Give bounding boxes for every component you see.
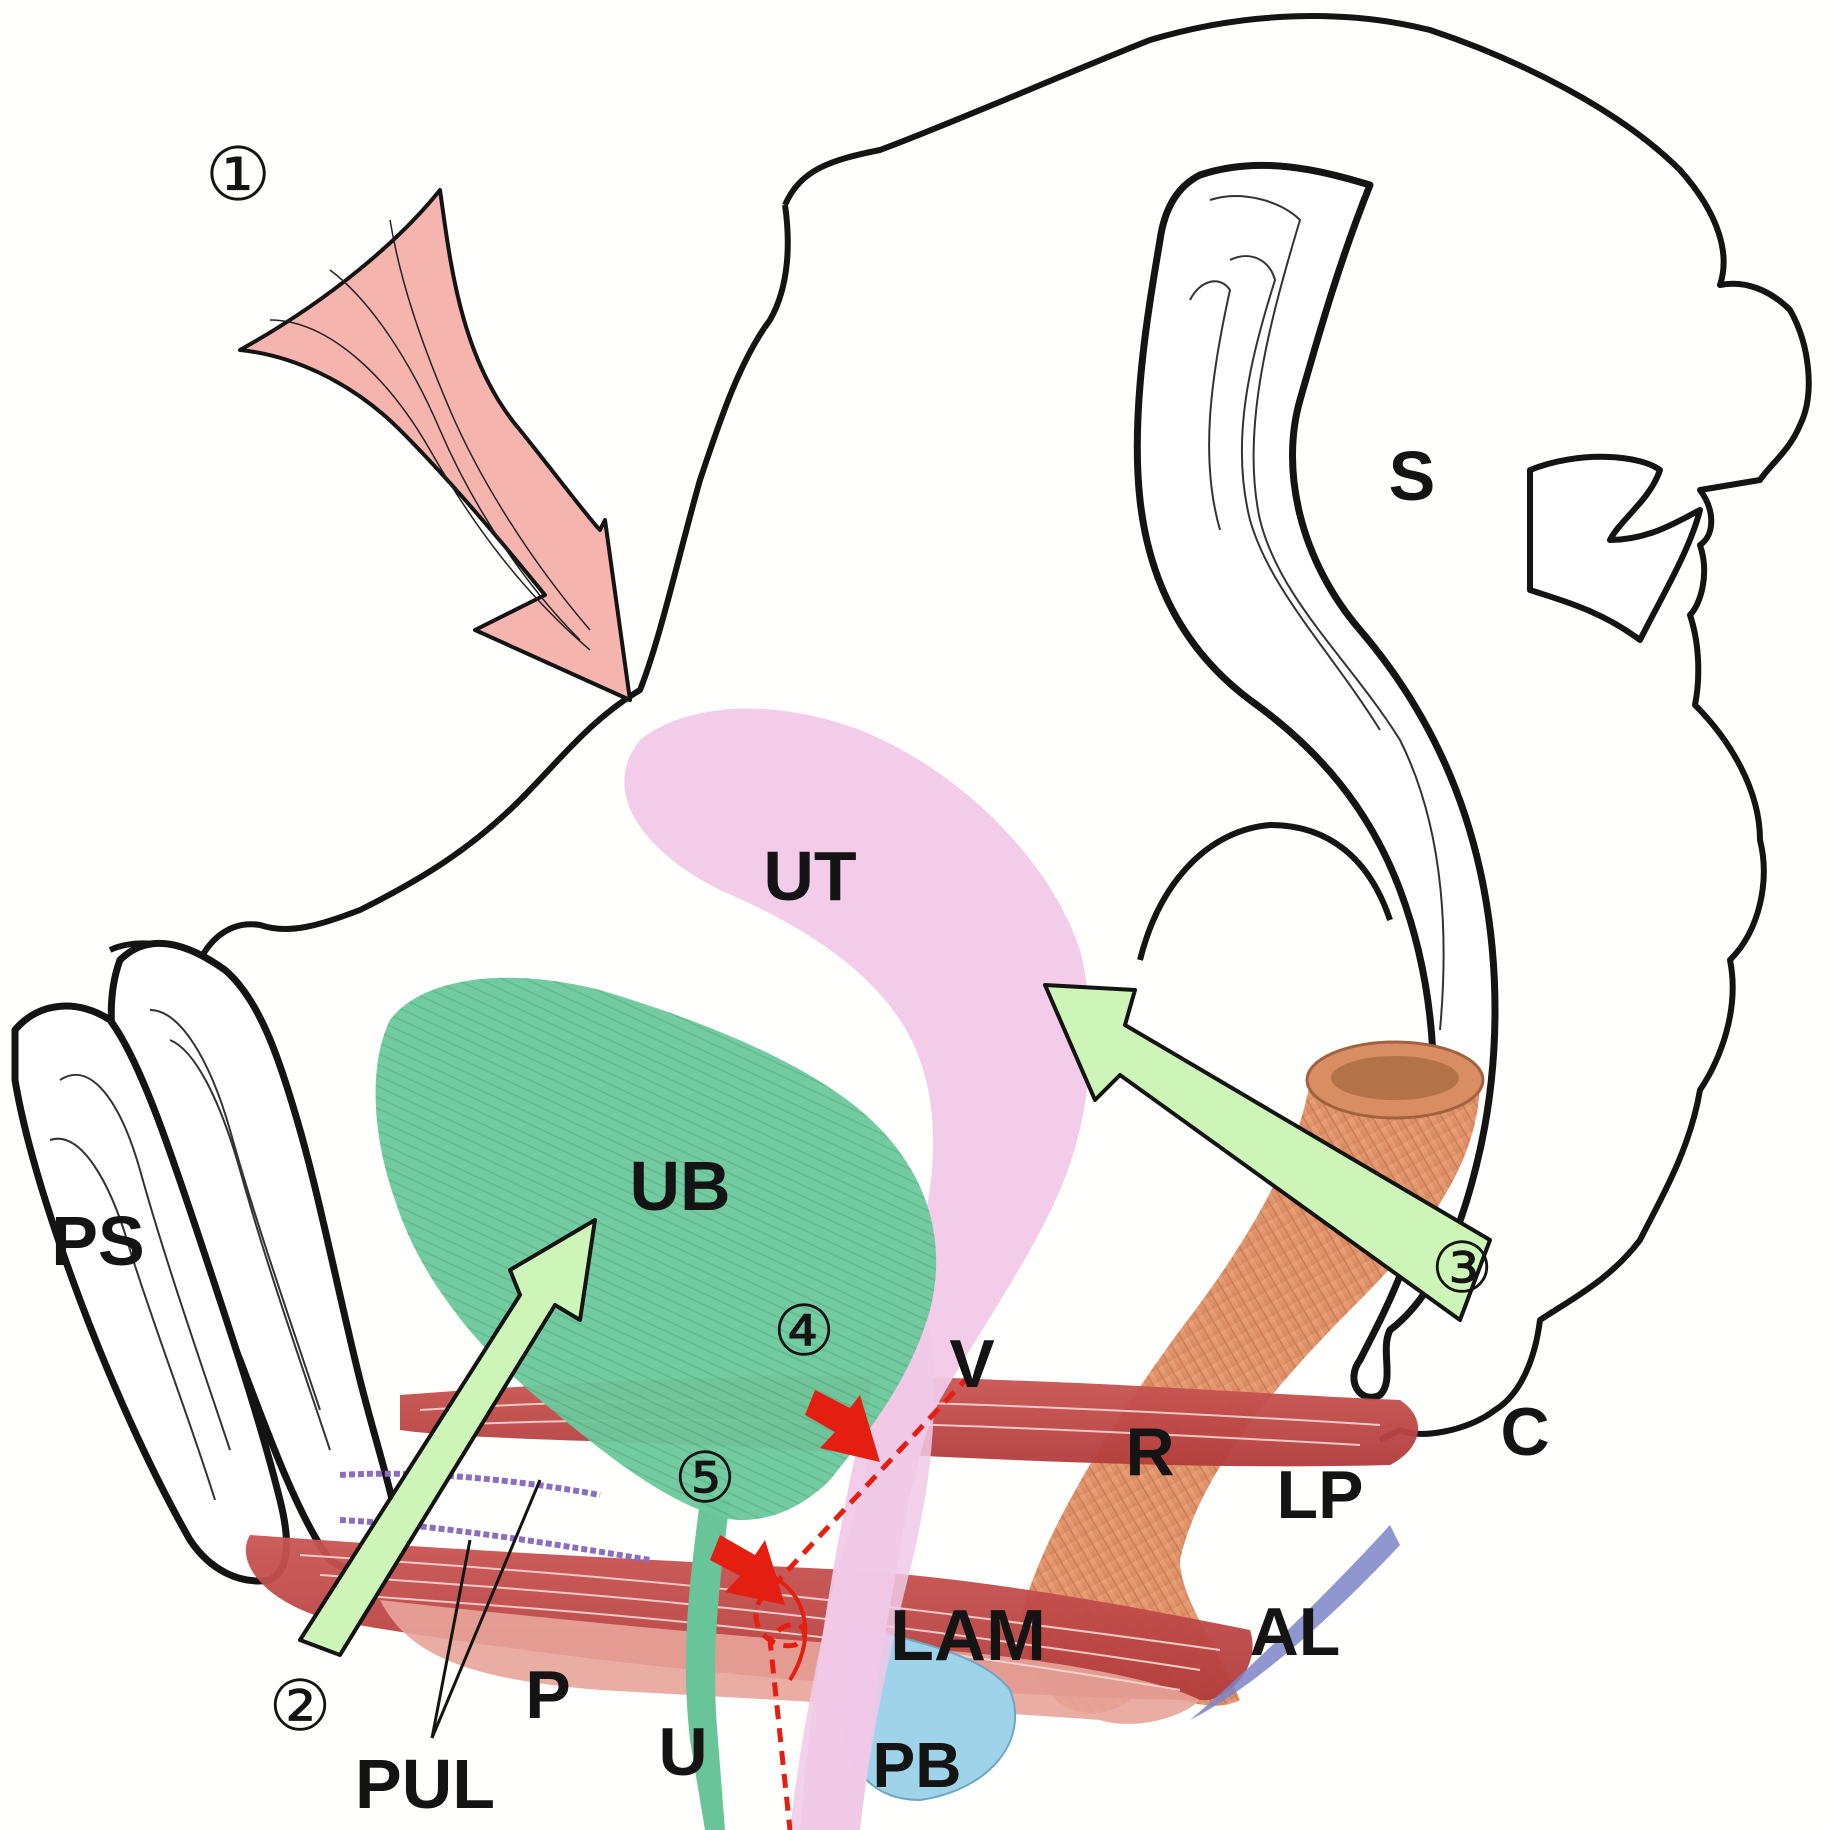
pelvic-cavity-outline	[782, 13, 1812, 1443]
label-ut: UT	[763, 837, 856, 915]
sacrum-contours	[1189, 195, 1445, 1031]
anococcygeal-ligament	[1190, 1525, 1400, 1720]
support-arrow-2	[298, 1218, 597, 1657]
rectouterine-pouch	[1137, 821, 1393, 961]
marker-4: ④	[773, 1290, 836, 1372]
abdominal-arrow-flowlines	[269, 219, 591, 651]
pubic-bone-contours	[49, 1009, 331, 1501]
marker-5: ⑤	[674, 1437, 737, 1519]
label-s: S	[1389, 437, 1436, 515]
label-r: R	[1125, 1414, 1174, 1490]
label-c: C	[1500, 1394, 1549, 1470]
label-v: V	[949, 1326, 994, 1402]
red-arrow-4	[805, 1390, 880, 1462]
sacrum-coccyx	[1133, 161, 1499, 1401]
vagina	[790, 1330, 934, 1830]
label-lam: LAM	[890, 1596, 1046, 1676]
label-pul: PUL	[355, 1745, 495, 1823]
pul-pointer-lines	[430, 1479, 542, 1739]
label-lp: LP	[1277, 1457, 1364, 1533]
abdominal-wall-outline	[108, 204, 791, 963]
label-ub: UB	[629, 1147, 730, 1225]
marker-2: ②	[269, 1665, 332, 1747]
label-ps: PS	[51, 1202, 144, 1280]
urethra	[685, 1500, 730, 1830]
support-arrow-3	[1043, 983, 1492, 1322]
vaginal-axis-line	[753, 1373, 972, 1830]
label-u: U	[658, 1714, 707, 1790]
red-arrow-5	[710, 1535, 785, 1605]
marker-3: ③	[1431, 1227, 1494, 1309]
label-al: AL	[1250, 1594, 1341, 1670]
abdominal-pressure-arrow	[238, 188, 632, 702]
label-p: P	[525, 1657, 570, 1733]
marker-1: ①	[205, 132, 271, 218]
red-bracket	[769, 1573, 808, 1682]
rectum-lumen	[1331, 1056, 1459, 1100]
uterus	[624, 708, 1091, 1830]
sacral-notch	[1527, 453, 1703, 643]
urinary-bladder	[375, 977, 937, 1520]
label-pb: PB	[873, 1729, 962, 1801]
